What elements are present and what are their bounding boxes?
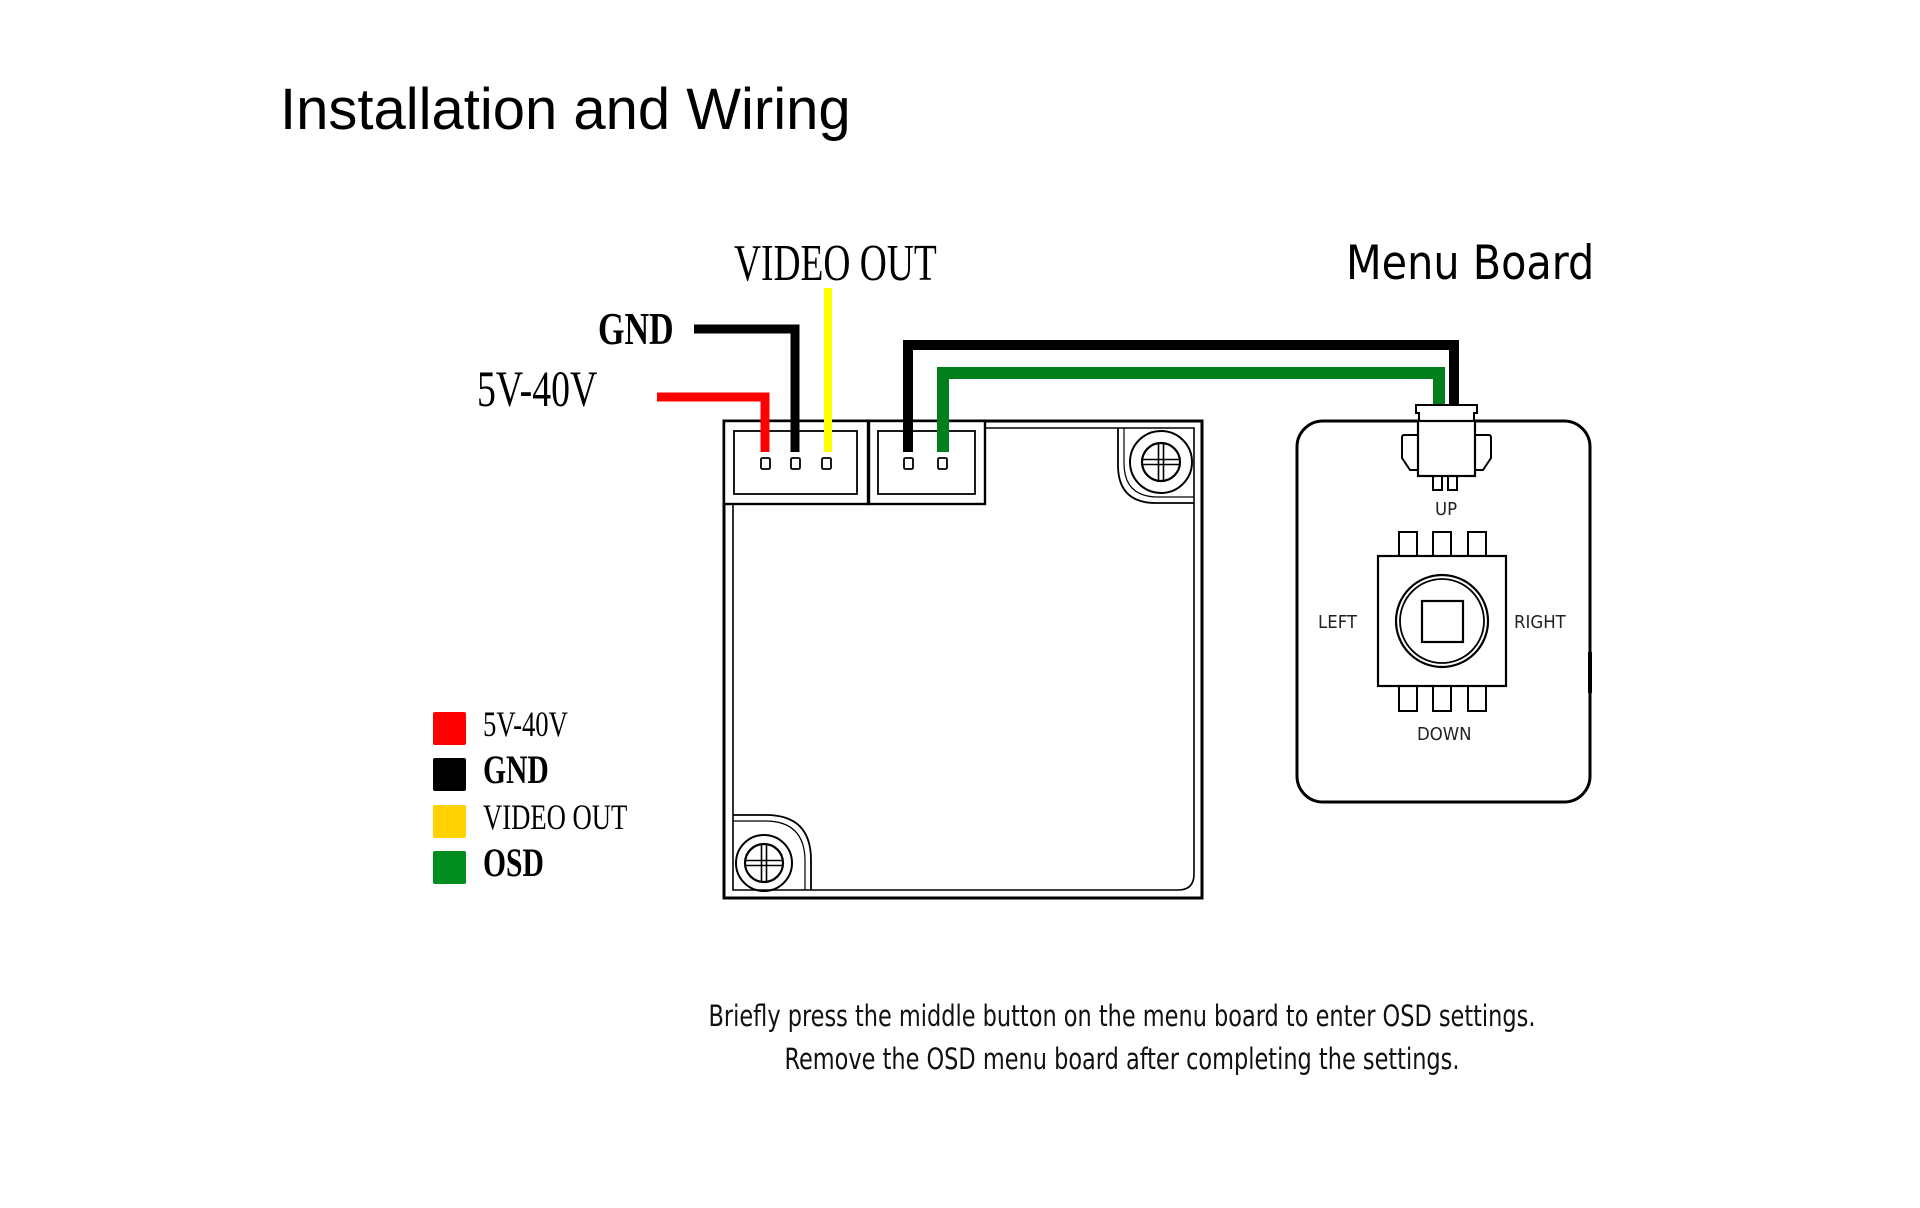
legend-label: OSD [483,840,544,885]
caption-line-1: Briefly press the middle button on the m… [708,999,1536,1033]
menu-board-title: Menu Board [1346,236,1595,291]
screw-top-right [1117,428,1194,504]
video-out-wire-label: VIDEO OUT [734,235,937,292]
direction-label-up: UP [1435,499,1458,520]
screw-bottom-left [733,814,812,892]
menu-board [1295,404,1592,804]
power-wire-label: 5V-40V [477,362,598,418]
caption-line-2: Remove the OSD menu board after completi… [784,1042,1460,1076]
gnd-wire-label: GND [598,303,674,354]
legend-label: VIDEO OUT [483,797,628,837]
joystick-pin [1467,531,1487,557]
legend-label: GND [483,747,549,792]
joystick-pin [1432,685,1452,712]
legend-label: 5V-40V [483,704,568,744]
gnd-wire [694,324,800,452]
module-outline [722,419,1204,900]
menu-gnd-wire [903,340,1459,452]
direction-label-down: DOWN [1417,724,1472,745]
legend-swatch-red [433,712,466,745]
legend-swatch-green [433,851,466,884]
joystick-ring-outer [1394,573,1490,669]
direction-label-left: LEFT [1318,612,1358,633]
page-title: Installation and Wiring [280,77,851,142]
direction-label-right: RIGHT [1514,612,1566,633]
joystick-ring-inner [1399,578,1485,664]
connector-pin [903,457,914,470]
module-inner-outline [732,427,1195,891]
connector-pin [937,457,948,470]
legend-swatch-black [433,758,466,791]
five-way-joystick-button[interactable] [1376,531,1508,712]
joystick-pin [1398,685,1418,712]
menu-board-connector [1401,404,1492,491]
camera-module [722,419,1204,900]
connector-pin [821,457,832,470]
joystick-center-button [1420,599,1465,644]
osd-wire [937,367,1445,452]
legend-swatch-yellow [433,805,466,838]
instruction-caption: Briefly press the middle button on the m… [560,995,1684,1081]
power-wire [657,392,770,452]
connector-pin [760,457,771,470]
wires [657,288,1459,452]
osd-connector [867,419,987,506]
connector-pin [790,457,801,470]
joystick-pin [1432,531,1452,557]
joystick-pin [1467,685,1487,712]
joystick-pin [1398,531,1418,557]
